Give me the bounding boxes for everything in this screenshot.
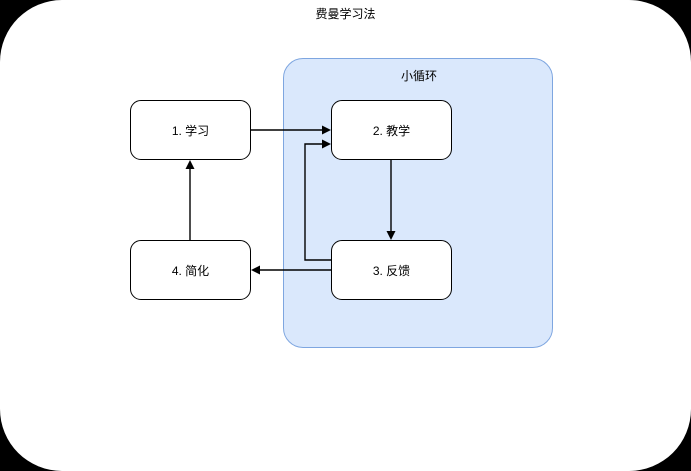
group-container-label: 小循环 [400, 69, 437, 83]
node-simplify-label: 4. 简化 [171, 263, 210, 278]
node-teach-label: 2. 教学 [372, 123, 411, 138]
node-teach[interactable]: 2. 教学 [331, 100, 452, 160]
node-learn[interactable]: 1. 学习 [130, 100, 251, 160]
diagram-title: 费曼学习法 [315, 7, 376, 21]
node-feedback-label: 3. 反馈 [372, 263, 411, 278]
node-simplify[interactable]: 4. 简化 [130, 240, 251, 300]
node-learn-label: 1. 学习 [171, 123, 210, 138]
node-feedback[interactable]: 3. 反馈 [331, 240, 452, 300]
